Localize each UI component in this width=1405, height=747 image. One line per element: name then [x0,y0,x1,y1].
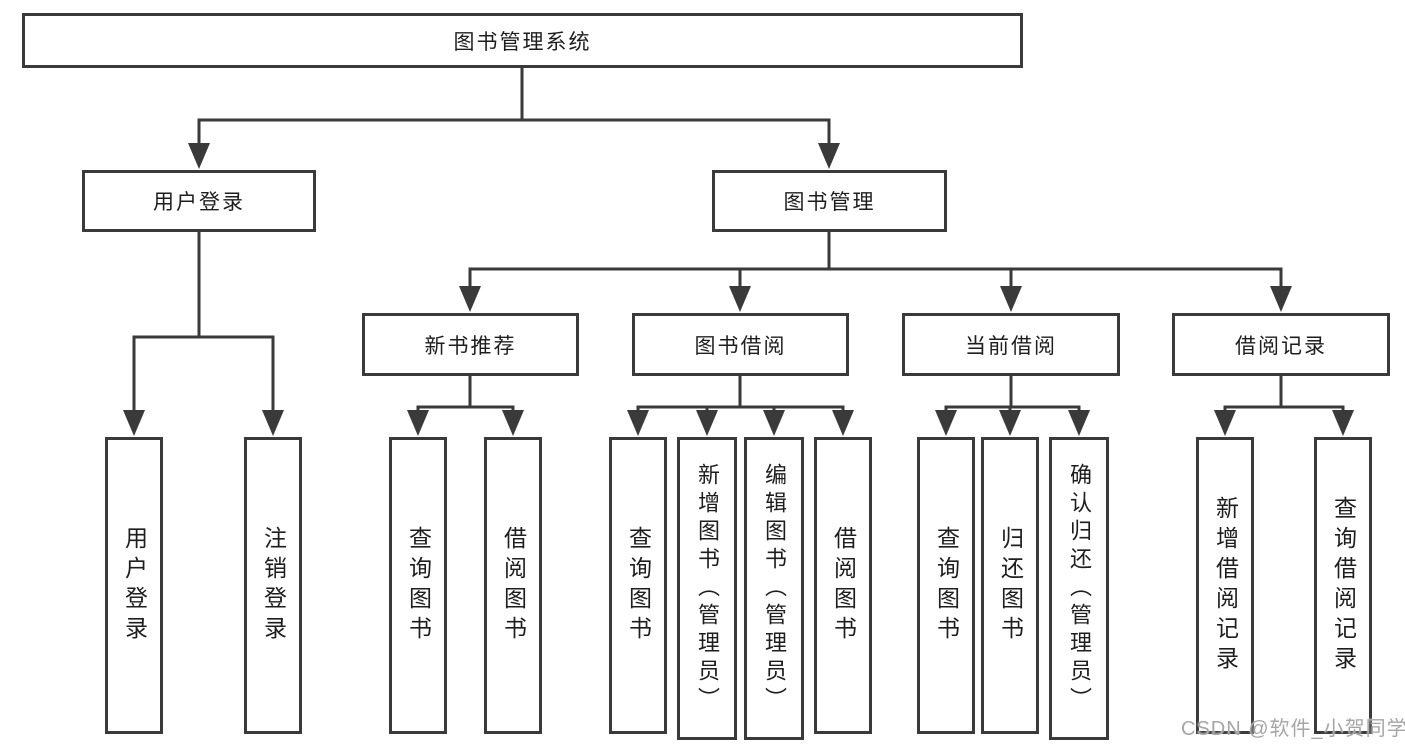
node-user-login-label: 用户登录 [153,191,245,214]
node-user-login: 用户登录 [82,170,316,232]
node-book-management-label: 图书管理 [783,191,876,214]
leaf-logout: 注销登录 [244,437,302,734]
leaf-borrowing-add-books: 新增图书（管理员） [677,437,737,740]
connector-borrowing-records-children [1214,374,1354,436]
leaf-user-login: 用户登录 [105,437,163,734]
leaf-borrowing-query-books: 查询图书 [609,437,667,734]
node-book-borrowing-label: 图书借阅 [694,334,787,358]
leaf-borrowing-borrow-books-label: 借阅图书 [830,525,857,646]
leaf-borrowing-borrow-books: 借阅图书 [814,437,872,734]
leaf-borrowing-add-books-label: 新增图书（管理员） [695,462,720,715]
leaf-logout-label: 注销登录 [260,525,287,646]
node-borrowing-records: 借阅记录 [1172,313,1390,376]
leaf-recommend-borrow-books-label: 借阅图书 [500,525,527,646]
node-book-management: 图书管理 [712,170,947,232]
leaf-records-query-record: 查询借阅记录 [1314,437,1372,734]
node-new-book-recommend: 新书推荐 [362,313,579,376]
connector-user-login-children [123,230,284,436]
node-current-borrowing-label: 当前借阅 [965,334,1057,358]
node-library-system: 图书管理系统 [22,13,1023,68]
leaf-records-add-record-label: 新增借阅记录 [1212,495,1239,676]
connector-book-borrowing-children [627,374,854,436]
node-book-borrowing: 图书借阅 [632,313,849,376]
node-library-system-label: 图书管理系统 [453,30,592,54]
leaf-current-confirm-return-label: 确认归还（管理员） [1067,462,1092,715]
node-new-book-recommend-label: 新书推荐 [424,334,517,358]
leaf-recommend-query-books-label: 查询图书 [405,525,432,646]
leaf-current-query-books-label: 查询图书 [933,525,960,646]
leaf-borrowing-edit-books-label: 编辑图书（管理员） [762,462,787,715]
leaf-current-return-books-label: 归还图书 [997,525,1024,646]
leaf-borrowing-edit-books: 编辑图书（管理员） [744,437,804,740]
connector-root-to-level2 [188,66,840,169]
leaf-recommend-borrow-books: 借阅图书 [484,437,542,734]
leaf-borrowing-query-books-label: 查询图书 [625,525,652,646]
node-current-borrowing: 当前借阅 [902,313,1120,376]
leaf-user-login-label: 用户登录 [121,525,148,646]
connector-new-book-recommend-children [407,374,524,436]
connector-current-borrowing-children [935,374,1090,436]
leaf-current-confirm-return: 确认归还（管理员） [1049,437,1109,740]
leaf-current-return-books: 归还图书 [981,437,1039,734]
leaf-recommend-query-books: 查询图书 [389,437,447,734]
leaf-current-query-books: 查询图书 [917,437,975,734]
node-borrowing-records-label: 借阅记录 [1235,334,1327,358]
connector-book-management-children [459,230,1292,312]
leaf-records-query-record-label: 查询借阅记录 [1330,495,1357,676]
csdn-watermark: CSDN @软件_小贺同学 [1181,718,1405,740]
leaf-records-add-record: 新增借阅记录 [1196,437,1254,734]
